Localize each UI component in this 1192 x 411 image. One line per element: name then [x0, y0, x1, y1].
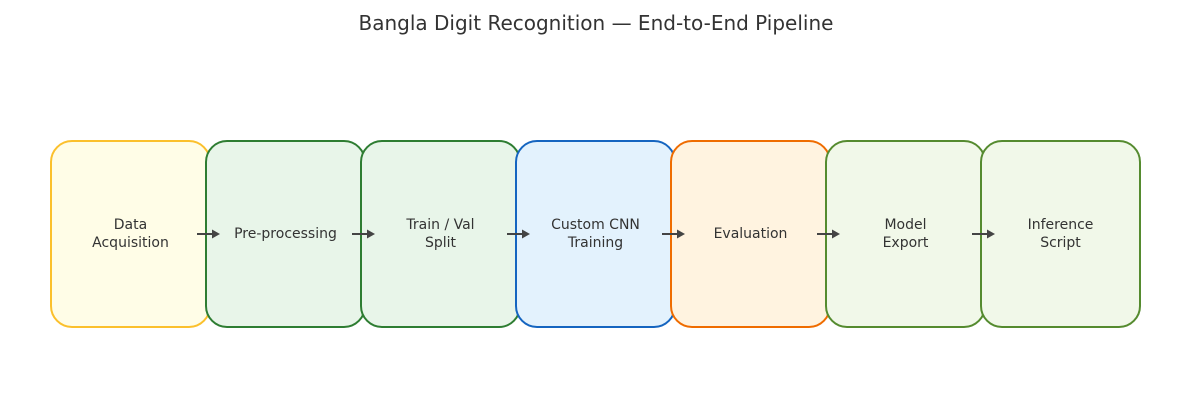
stage-custom-cnn-training: Custom CNN Training: [515, 140, 676, 328]
stage-label: Pre-processing: [234, 226, 337, 242]
stage-model-export: Model Export: [825, 140, 986, 328]
stage-inference-script: Inference Script: [980, 140, 1141, 328]
stage-train-val-split: Train / Val Split: [360, 140, 521, 328]
stage-label: Model Export: [882, 217, 929, 251]
stage-label: Data Acquisition: [92, 217, 169, 251]
diagram-title: Bangla Digit Recognition — End-to-End Pi…: [358, 11, 834, 35]
stage-data-acquisition: Data Acquisition: [50, 140, 211, 328]
stage-evaluation: Evaluation: [670, 140, 831, 328]
stage-label: Train / Val Split: [406, 217, 475, 251]
stage-label: Custom CNN Training: [551, 217, 640, 251]
stage-label: Inference Script: [1027, 217, 1094, 251]
stage-pre-processing: Pre-processing: [205, 140, 366, 328]
stage-label: Evaluation: [713, 226, 788, 242]
